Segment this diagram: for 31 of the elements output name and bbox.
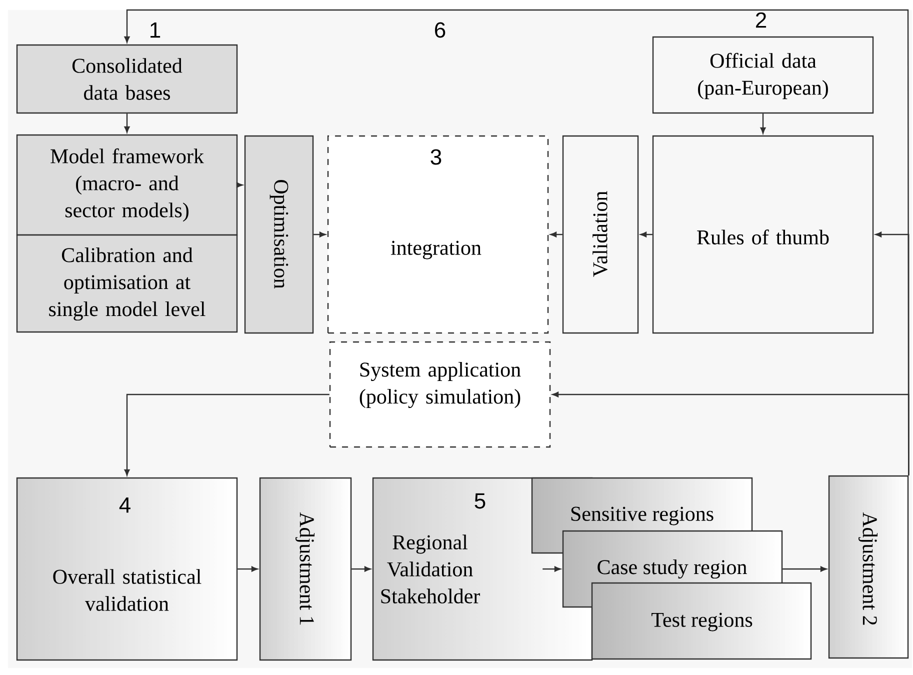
process-box: Consolidated data bases 1 bbox=[16, 22, 238, 114]
edge-label: 6 bbox=[432, 20, 448, 40]
process-box: Adjustment 2 bbox=[828, 475, 909, 659]
step-number: 4 bbox=[119, 497, 130, 513]
process-box: Rules of thumb bbox=[652, 135, 874, 334]
process-box: Overall statistical validation 4 bbox=[16, 477, 238, 661]
process-box: Validation bbox=[562, 135, 639, 334]
arrow bbox=[550, 232, 562, 238]
process-box: Test regions bbox=[591, 582, 812, 660]
process-box: Optimisation bbox=[244, 135, 314, 334]
dashed-box: integration 3 bbox=[327, 135, 549, 334]
arrow bbox=[236, 182, 243, 188]
step-number: 1 bbox=[150, 22, 160, 38]
arrow bbox=[124, 394, 330, 476]
arrow bbox=[760, 114, 766, 134]
step-number: 2 bbox=[756, 12, 766, 28]
process-box: Model framework (macro- and sector models) bbox=[16, 134, 238, 236]
arrow bbox=[238, 566, 258, 572]
process-box: Adjustment 1 bbox=[259, 477, 352, 661]
step-number: 5 bbox=[474, 493, 486, 509]
process-box: Calibration and optimisation at single model level bbox=[16, 234, 238, 333]
arrow bbox=[782, 566, 827, 572]
step-number: 3 bbox=[430, 149, 442, 165]
process-box: Official data (pan-European) 2 bbox=[652, 12, 874, 114]
arrow bbox=[552, 392, 910, 476]
dashed-box: System application (policy simulation) bbox=[329, 341, 551, 448]
arrow bbox=[542, 566, 561, 572]
arrow bbox=[124, 114, 130, 133]
arrow bbox=[640, 232, 652, 238]
arrow bbox=[352, 566, 371, 572]
arrow bbox=[314, 232, 326, 238]
